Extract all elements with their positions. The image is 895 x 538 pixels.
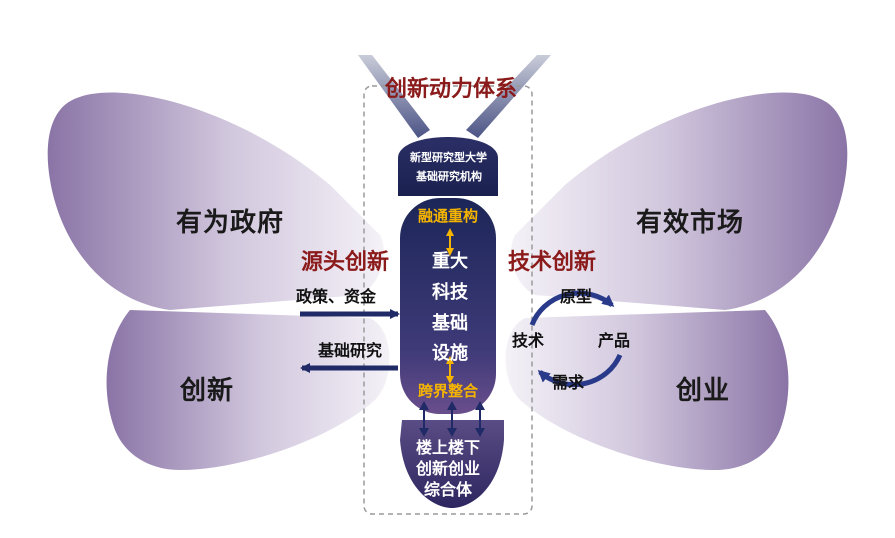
wing-label-lower-left: 创新	[180, 376, 235, 406]
basic-research-label: 基础研究	[318, 341, 383, 360]
upper-left-wing	[47, 92, 384, 310]
tail-arrow-heads	[419, 401, 485, 437]
left-antenna	[358, 55, 430, 138]
cycle-node-product: 产品	[598, 331, 631, 350]
butterfly-tail	[400, 420, 504, 508]
wing-label-lower-right: 创业	[676, 376, 731, 406]
cycle-arrow-bottom	[537, 353, 623, 388]
policy-funding-label: 政策、资金	[296, 287, 377, 306]
tail-connector-arrows	[423, 406, 481, 432]
core-line-2: 科技	[432, 282, 468, 303]
cycle-node-technology: 技术	[512, 331, 545, 350]
wing-label-upper-right: 有效市场	[636, 208, 745, 238]
cross-border-integration-label: 跨界整合	[418, 382, 479, 400]
core-line-3: 基础	[432, 313, 468, 334]
tail-line-3: 综合体	[424, 480, 473, 499]
wing-label-upper-left: 有为政府	[176, 208, 285, 238]
integration-restructure-label: 融通重构	[418, 207, 479, 225]
core-line-1: 重大	[432, 251, 468, 272]
cycle-node-demand: 需求	[552, 373, 585, 392]
right-antenna	[466, 55, 551, 138]
butterfly-body	[400, 198, 496, 414]
head-line-1: 新型研究型大学	[410, 151, 487, 164]
upper-right-wing	[511, 92, 848, 310]
system-title: 创新动力体系	[385, 77, 518, 102]
lower-right-wing	[505, 310, 789, 470]
core-line-4: 设施	[432, 343, 468, 364]
tail-line-2: 创新创业	[416, 459, 481, 478]
cycle-node-prototype: 原型	[560, 287, 593, 306]
butterfly-head	[398, 137, 498, 196]
cycle-arrow-top	[529, 290, 615, 326]
source-innovation-heading: 源头创新	[301, 250, 390, 275]
head-line-2: 基础研究机构	[416, 170, 482, 183]
tech-innovation-heading: 技术创新	[508, 250, 597, 275]
tail-line-1: 楼上楼下	[416, 438, 481, 457]
lower-left-wing	[106, 310, 390, 470]
dashed-frame	[363, 85, 533, 515]
